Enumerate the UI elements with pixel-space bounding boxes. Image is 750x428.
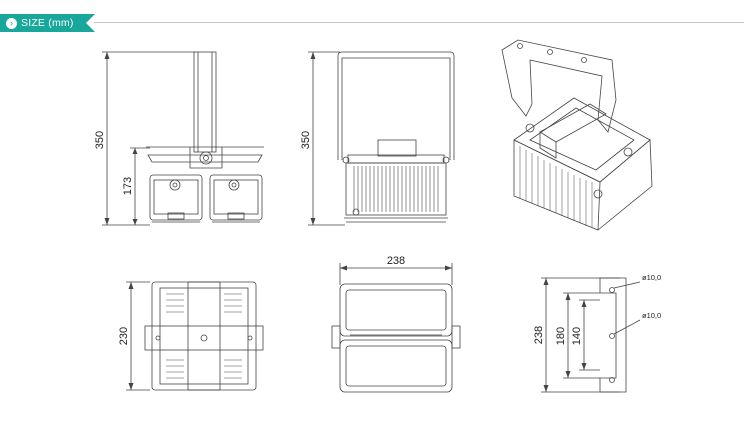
top-fins: [166, 293, 242, 379]
bracket-detail: 238 180 140 ø10,0 ø10,0: [533, 273, 661, 393]
isometric-view: [501, 39, 653, 231]
section-tag: › SIZE (mm): [0, 14, 86, 32]
chevron-right-icon: ›: [6, 17, 17, 29]
dim-hole-top: ø10,0: [642, 273, 661, 282]
tag-notch: [86, 14, 95, 32]
dim-top-depth: 230: [118, 327, 130, 345]
dim-front-body-height: 173: [122, 177, 134, 195]
section-title: SIZE (mm): [21, 17, 74, 29]
dim-bottom-width: 238: [387, 255, 405, 267]
heatsink-fins: [353, 166, 439, 212]
header-divider: [94, 22, 744, 23]
dim-side-height: 350: [300, 131, 312, 149]
dim-bracket-height: 238: [533, 326, 545, 344]
bottom-view: 238: [331, 255, 461, 393]
front-view: 350 173: [94, 51, 264, 226]
iso-fins: [519, 146, 593, 228]
side-view: 350: [300, 51, 455, 226]
dim-front-height: 350: [94, 131, 106, 149]
dim-bracket-outer: 180: [555, 327, 567, 345]
dim-bracket-inner: 140: [571, 327, 583, 345]
dim-hole-bottom: ø10,0: [642, 311, 661, 320]
top-view: 230: [118, 281, 264, 391]
